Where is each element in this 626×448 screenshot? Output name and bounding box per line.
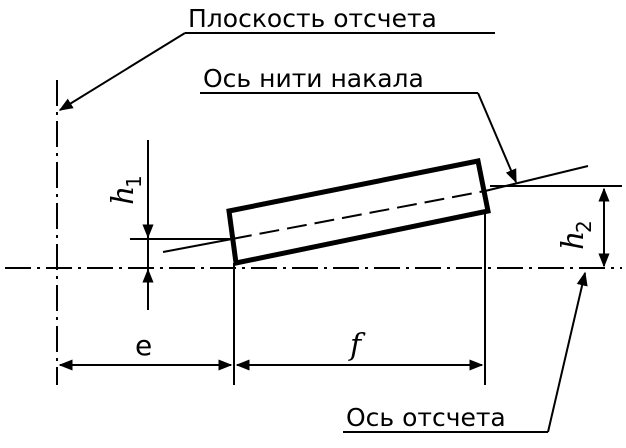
- h1-label-main: h: [106, 186, 141, 205]
- filament-axis-centerline: [231, 190, 486, 240]
- h1-label-subscript: 1: [122, 175, 146, 188]
- filament-body: [226, 158, 491, 266]
- reference-plane-label: Плоскость отсчета: [188, 4, 437, 33]
- e-label: e: [135, 329, 152, 362]
- filament-axis-line-right: [484, 165, 589, 192]
- h2-label-main: h: [556, 231, 591, 250]
- h2-label-subscript: 2: [572, 220, 596, 233]
- reference-axis-label: Ось отсчета: [346, 403, 506, 432]
- filament-axis-leader-arrow: [477, 92, 517, 184]
- reference-plane-leader-arrow: [58, 32, 186, 111]
- reference-axis-leader-arrow: [547, 271, 588, 433]
- f-label: f: [348, 328, 366, 363]
- h2-label: h 2: [556, 220, 596, 250]
- h1-label: h 1: [106, 175, 146, 205]
- filament-axis-line: [162, 238, 233, 253]
- filament-axis-label: Ось нити накала: [203, 64, 424, 93]
